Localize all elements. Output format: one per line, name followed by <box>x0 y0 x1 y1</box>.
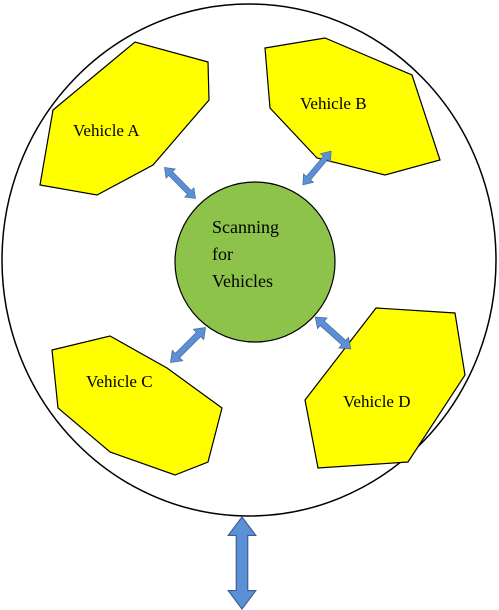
vehicle-b-shape <box>264 37 441 176</box>
arrow-external-link <box>227 516 257 610</box>
vehicle-c-label: Vehicle C <box>86 372 153 391</box>
scanning-hub-line-2: for <box>212 244 233 264</box>
vehicle-d-label: Vehicle D <box>343 392 411 411</box>
vehicle-a: Vehicle A <box>39 41 210 196</box>
scanning-hub-line-1: Scanning <box>212 217 279 237</box>
vehicle-c-shape <box>51 335 223 476</box>
vehicle-a-shape <box>39 41 210 196</box>
vehicle-d-shape <box>304 307 466 469</box>
scanning-hub-circle <box>174 181 336 343</box>
vehicle-b: Vehicle B <box>264 37 441 176</box>
vehicle-b-label: Vehicle B <box>300 94 367 113</box>
vehicle-a-label: Vehicle A <box>73 121 140 140</box>
vehicle-d: Vehicle D <box>304 307 466 469</box>
scanning-hub-line-3: Vehicles <box>212 271 273 291</box>
scanning-hub: Scanning for Vehicles <box>174 181 336 343</box>
vehicle-c: Vehicle C <box>51 335 223 476</box>
